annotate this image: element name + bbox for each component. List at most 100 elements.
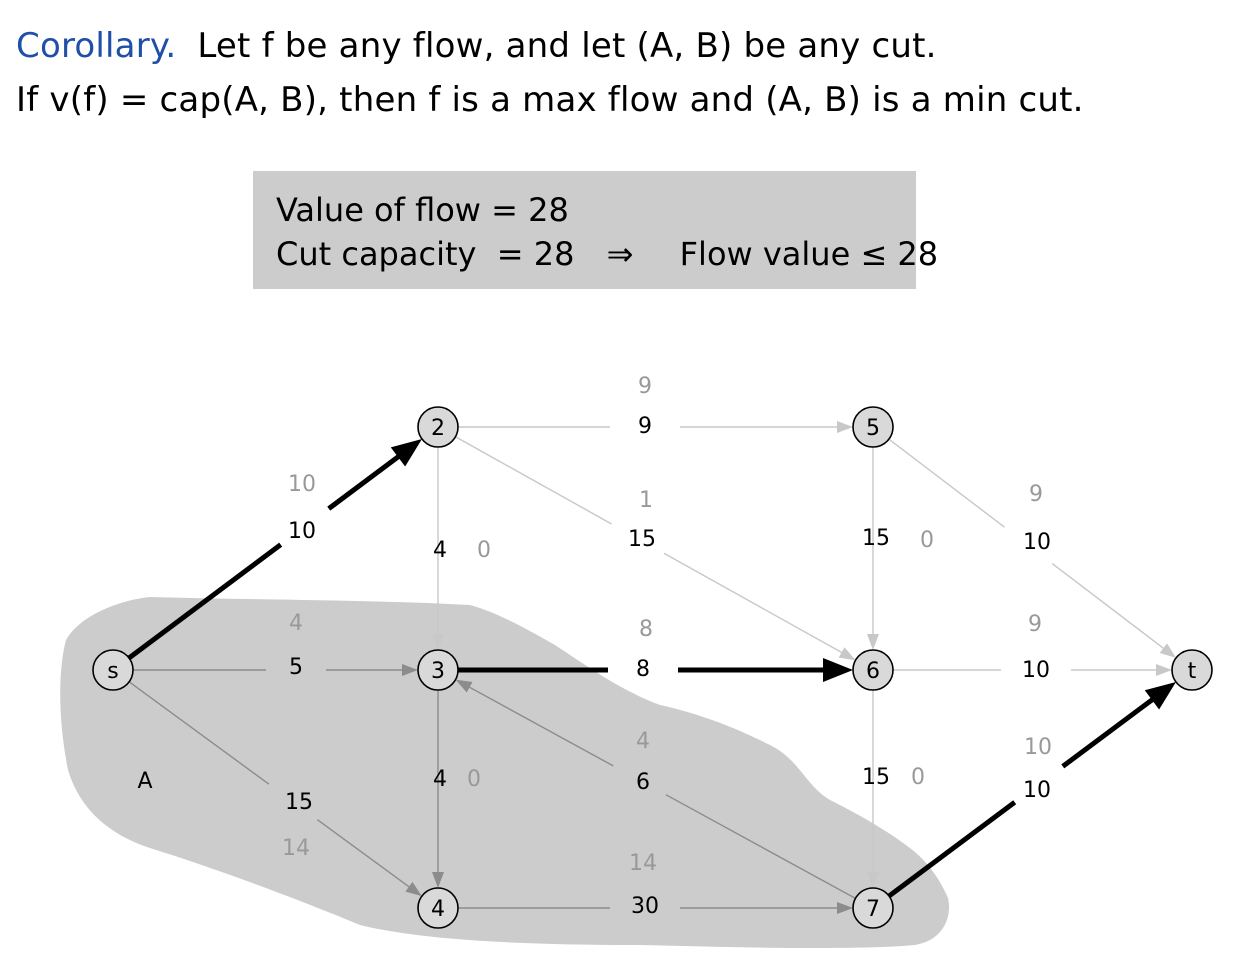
- capacity-label-3-6: 8: [636, 657, 650, 682]
- summary-box: Value of flow = 28 Cut capacity = 28 ⇒ F…: [253, 171, 938, 289]
- node-label-7: 7: [866, 897, 880, 922]
- capacity-label-4-7: 30: [631, 894, 659, 919]
- arrowhead-2-5: [837, 421, 853, 433]
- edge-segment: [888, 438, 1005, 528]
- capacity-label-2-5: 9: [638, 414, 652, 439]
- edge-6-t: [893, 664, 1172, 676]
- edge-segment: [128, 681, 270, 785]
- arrowhead-3-6: [823, 658, 853, 682]
- node-circle-7: [852, 887, 894, 929]
- flow-bound-text: Flow value ≤ 28: [679, 235, 939, 273]
- arrowhead-s-3: [402, 664, 418, 676]
- node-label-5: 5: [866, 416, 880, 441]
- node-4: 4: [417, 887, 459, 929]
- node-label-s: s: [107, 659, 118, 684]
- capacity-label-s-3: 5: [289, 655, 303, 680]
- cut-region-a: [60, 597, 950, 949]
- flow-label-3-4: 0: [467, 767, 481, 792]
- cut-capacity-row: Cut capacity = 28 ⇒ Flow value ≤ 28: [276, 235, 938, 273]
- cut-set-label: A: [137, 769, 152, 794]
- node-label-4: 4: [431, 897, 445, 922]
- flow-label-2-6: 1: [639, 488, 653, 513]
- edge-2-6: [455, 436, 856, 661]
- arrowhead-s-4: [405, 881, 422, 897]
- capacity-label-6-t: 10: [1022, 658, 1050, 683]
- corollary-statement-2: If v(f) = cap(A, B), then f is a max flo…: [16, 80, 1084, 120]
- edge-s-3: [133, 664, 418, 676]
- arrowhead-7-t: [1144, 681, 1176, 710]
- capacity-label-3-4: 4: [433, 767, 447, 792]
- arrowhead-5-6: [867, 634, 879, 650]
- flow-label-7-3: 4: [636, 729, 650, 754]
- capacity-label-6-7: 15: [862, 765, 890, 790]
- node-2: 2: [417, 406, 459, 448]
- arrowhead-s-2: [390, 438, 422, 467]
- edge-s-2: [127, 438, 422, 661]
- capacity-label-s-4: 15: [285, 790, 313, 815]
- node-circle-4: [417, 887, 459, 929]
- node-circle-6: [852, 649, 894, 691]
- edge-4-7: [458, 902, 853, 914]
- node-label-3: 3: [431, 659, 445, 684]
- node-5: 5: [852, 406, 894, 448]
- node-3: 3: [417, 649, 459, 691]
- arrowhead-4-7: [837, 902, 853, 914]
- edge-segment: [467, 685, 614, 767]
- corollary-statement-1: Let f be any flow, and let (A, B) be any…: [197, 26, 937, 66]
- arrowhead-5-t: [1159, 643, 1177, 658]
- capacity-label-5-6: 15: [862, 526, 890, 551]
- flow-label-5-t: 9: [1029, 482, 1043, 507]
- flow-label-s-3: 4: [289, 611, 303, 636]
- node-circle-s: [92, 649, 134, 691]
- arrowhead-6-t: [1156, 664, 1172, 676]
- capacity-label-7-t: 10: [1023, 778, 1051, 803]
- edge-3-4: [432, 690, 444, 888]
- flow-label-6-7: 0: [911, 765, 925, 790]
- arrowhead-2-6: [838, 647, 856, 661]
- flow-label-4-7: 14: [629, 851, 657, 876]
- flow-label-2-3: 0: [477, 538, 491, 563]
- flow-label-s-4: 14: [282, 836, 310, 861]
- edge-segment: [127, 542, 283, 661]
- node-label-t: t: [1188, 659, 1197, 684]
- edge-5-6: [867, 447, 879, 650]
- node-label-2: 2: [431, 416, 445, 441]
- capacity-label-s-2: 10: [288, 519, 316, 544]
- flow-label-s-2: 10: [288, 472, 316, 497]
- arrowhead-2-3: [432, 634, 444, 650]
- edge-segment: [327, 453, 402, 511]
- edge-7-3: [455, 679, 856, 900]
- arrowhead-6-7: [867, 872, 879, 888]
- arrowhead-7-3: [455, 679, 473, 693]
- node-7: 7: [852, 887, 894, 929]
- flow-label-5-6: 0: [920, 528, 934, 553]
- corollary-line-2: If v(f) = cap(A, B), then f is a max flo…: [16, 80, 1084, 120]
- implies-arrow: ⇒: [606, 235, 634, 273]
- corollary-keyword: Corollary.: [16, 26, 177, 66]
- flow-label-2-5: 9: [638, 374, 652, 399]
- edge-2-3: [432, 447, 444, 650]
- node-circle-3: [417, 649, 459, 691]
- capacity-label-7-3: 6: [636, 770, 650, 795]
- edge-segment: [316, 819, 411, 889]
- capacity-label-5-t: 10: [1023, 530, 1051, 555]
- capacity-label-2-6: 15: [628, 527, 656, 552]
- edge-segment: [663, 552, 844, 655]
- node-label-6: 6: [866, 659, 880, 684]
- edge-5-t: [888, 438, 1177, 658]
- arrowhead-3-4: [432, 872, 444, 888]
- node-s: s: [92, 649, 134, 691]
- edge-3-6: [458, 658, 853, 682]
- node-circle-2: [417, 406, 459, 448]
- node-6: 6: [852, 649, 894, 691]
- edge-s-4: [128, 681, 422, 897]
- capacity-label-2-3: 4: [433, 538, 447, 563]
- flow-value-text: Value of flow = 28: [276, 191, 569, 229]
- flow-label-7-t: 10: [1024, 735, 1052, 760]
- flow-label-6-t: 9: [1028, 612, 1042, 637]
- node-t: t: [1171, 649, 1213, 691]
- edge-segment: [1051, 562, 1166, 650]
- cut-capacity-text: Cut capacity = 28: [276, 235, 575, 273]
- edge-segment: [665, 794, 856, 900]
